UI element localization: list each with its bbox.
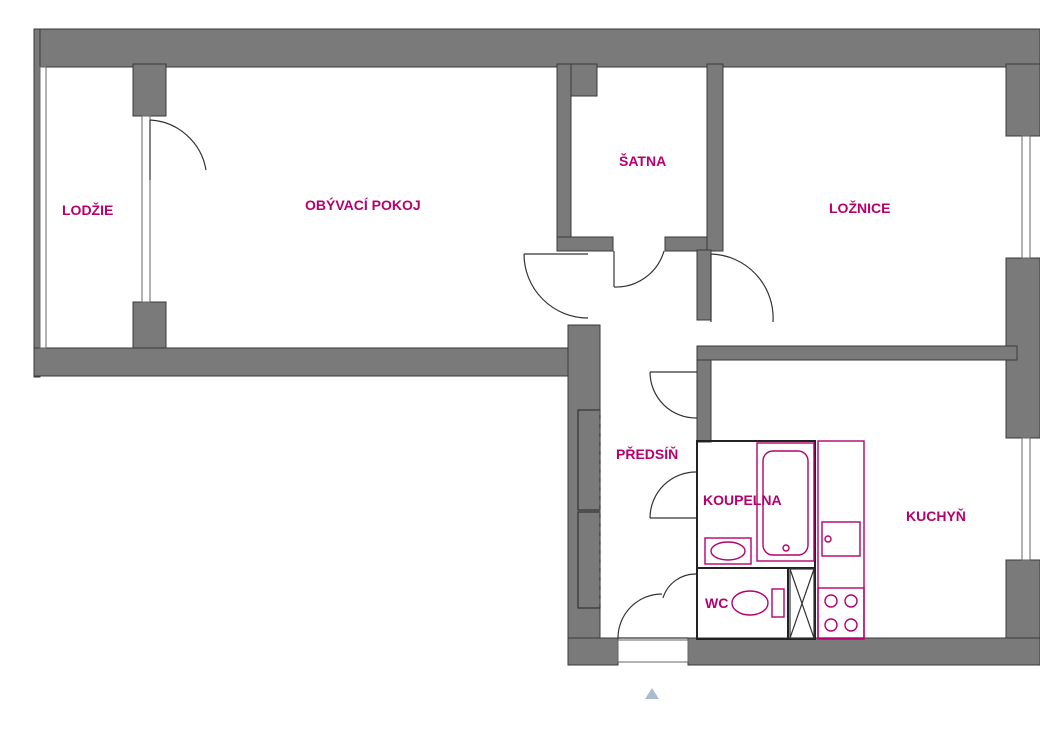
room-label-obyvaci-pokoj: OBÝVACÍ POKOJ — [305, 196, 421, 213]
fixtures — [696, 440, 865, 640]
room-labels: LODŽIE OBÝVACÍ POKOJ ŠATNA LOŽNICE PŘEDS… — [62, 152, 966, 611]
walls — [33, 28, 1040, 666]
room-label-loznice: LOŽNICE — [829, 199, 890, 216]
hall-closets — [577, 409, 601, 609]
room-label-koupelna: KOUPELNA — [703, 492, 782, 508]
windows — [39, 66, 1031, 561]
doors — [149, 119, 774, 663]
room-label-predsin: PŘEDSÍŇ — [616, 445, 678, 462]
room-label-wc: WC — [705, 595, 728, 611]
room-label-lodzie: LODŽIE — [62, 201, 113, 218]
entrance-arrow-icon — [645, 688, 659, 699]
room-label-satna: ŠATNA — [619, 152, 666, 169]
room-label-kuchyn: KUCHYŇ — [906, 507, 966, 524]
